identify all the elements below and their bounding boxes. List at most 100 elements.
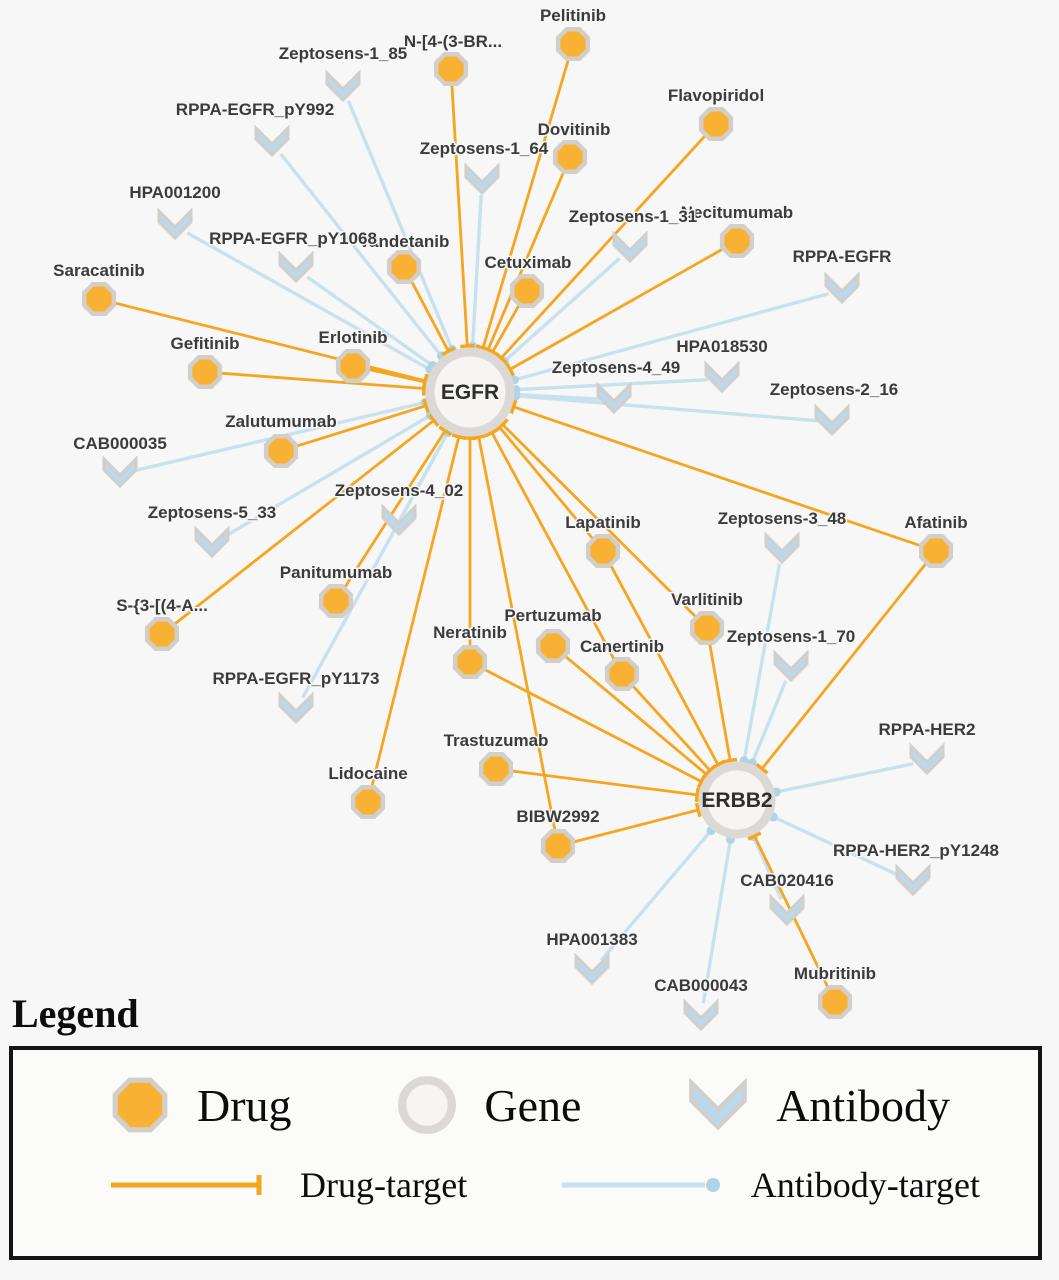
- node-label-BIBW2992: BIBW2992: [516, 807, 599, 826]
- antibody-node-Zeptosens-3_48: [764, 531, 800, 565]
- node-label-RPPA-EGFR_pY992: RPPA-EGFR_pY992: [176, 100, 334, 119]
- node-label-Necitumumab: Necitumumab: [681, 203, 793, 222]
- antibody-target-edge: [513, 292, 829, 382]
- antibody-target-edge: [701, 839, 733, 1004]
- drug-target-tee: [747, 831, 762, 841]
- antibody-node-CAB000043: [683, 998, 719, 1032]
- node-label-N-[4-(3-BR...: N-[4-(3-BR...: [404, 32, 502, 51]
- gene-node-EGFR: [425, 347, 515, 437]
- node-label-Zeptosens-1_64: Zeptosens-1_64: [420, 139, 549, 158]
- drug-node-Neratinib: [452, 644, 488, 680]
- drug-target-edge: [481, 57, 571, 349]
- drug-node-Necitumumab: [719, 223, 755, 259]
- antibody-chevron-icon: [689, 1077, 748, 1131]
- drug-node-Canertinib: [604, 656, 640, 692]
- drug-target-edge: [370, 436, 461, 789]
- drug-octagon-shape: [112, 1077, 168, 1133]
- legend-item-drug-target: Drug-target: [109, 1164, 467, 1206]
- drug-target-edge-icon: [111, 1175, 262, 1195]
- antibody-target-edge: [346, 100, 454, 351]
- antibody-target-edge: [186, 231, 431, 371]
- drug-target-edge: [486, 169, 566, 351]
- drug-target-tee: [441, 346, 456, 357]
- drug-target-edge: [562, 653, 708, 776]
- antibody-target-edge: [223, 413, 432, 539]
- node-label-Zeptosens-5_33: Zeptosens-5_33: [148, 503, 277, 522]
- drug-node-Vandetanib: [386, 249, 422, 285]
- drug-target-tee: [496, 418, 509, 431]
- drug-node-Varlitinib: [689, 610, 725, 646]
- drug-node-Erlotinib: [335, 348, 371, 384]
- node-label-Gefitinib: Gefitinib: [171, 334, 240, 353]
- legend-antibody-target-label: Antibody-target: [750, 1165, 980, 1205]
- drug-target-edge: [477, 436, 557, 833]
- drug-target-edge: [571, 808, 699, 844]
- legend-item-gene: Gene: [396, 1074, 581, 1136]
- node-label-Zeptosens-1_70: Zeptosens-1_70: [727, 627, 856, 646]
- drug-node-Mubritinib: [817, 984, 853, 1020]
- node-label-Mubritinib: Mubritinib: [794, 964, 876, 983]
- node-label-CAB000035: CAB000035: [73, 434, 167, 453]
- node-label-Varlitinib: Varlitinib: [671, 590, 743, 609]
- drug-octagon-icon: [112, 1077, 168, 1133]
- antibody-node-Zeptosens-4_49: [596, 381, 632, 415]
- drug-node-BIBW2992: [540, 828, 576, 864]
- node-label-Zeptosens-1_85: Zeptosens-1_85: [279, 44, 408, 63]
- drug-edges: [112, 57, 929, 991]
- drug-target-tee: [484, 427, 499, 438]
- drug-node-S-{3-[(4-A...: [144, 616, 180, 652]
- antibody-node-Zeptosens-5_33: [194, 525, 230, 559]
- drug-node-Lapatinib: [585, 533, 621, 569]
- drug-target-tee: [422, 398, 430, 413]
- graph-nodes: [81, 26, 954, 1032]
- node-label-Canertinib: Canertinib: [580, 637, 664, 656]
- antibody-target-edge: [279, 152, 443, 358]
- graph-labels: EGFRERBB2PelitinibN-[4-(3-BR...Flavopiri…: [52, 5, 1001, 997]
- antibody-node-CAB000035: [102, 455, 138, 489]
- node-label-Lidocaine: Lidocaine: [328, 764, 407, 783]
- node-label-RPPA-EGFR_pY1068: RPPA-EGFR_pY1068: [209, 229, 377, 248]
- drug-target-tee: [428, 413, 440, 428]
- node-label-Afatinib: Afatinib: [904, 513, 967, 532]
- antibody-node-HPA018530: [704, 360, 740, 394]
- network-graph: EGFRERBB2PelitinibN-[4-(3-BR...Flavopiri…: [52, 5, 1001, 1032]
- node-label-Zeptosens-3_48: Zeptosens-3_48: [718, 509, 847, 528]
- antibody-node-HPA001383: [574, 952, 610, 986]
- node-label-Zeptosens-4_49: Zeptosens-4_49: [552, 358, 681, 377]
- drug-node-Flavopiridol: [698, 106, 734, 142]
- drug-target-edge: [513, 405, 924, 548]
- antibody-node-RPPA-EGFR_pY1173: [278, 691, 314, 725]
- gene-node-ERBB2: [698, 761, 776, 839]
- node-label-HPA001200: HPA001200: [129, 183, 220, 202]
- drug-target-tee: [421, 374, 429, 390]
- antibody-node-Zeptosens-2_16: [814, 403, 850, 437]
- drug-target-tee: [509, 399, 518, 415]
- drug-node-Zalutumumab: [263, 433, 299, 469]
- drug-node-Gefitinib: [187, 354, 223, 390]
- node-label-Erlotinib: Erlotinib: [319, 328, 388, 347]
- drug-target-edge: [172, 419, 435, 627]
- antibody-target-edge: [306, 275, 434, 367]
- antibody-target-edge: [775, 762, 914, 794]
- antibody-node-Zeptosens-4_02: [381, 503, 417, 537]
- drug-node-Cetuximab: [509, 273, 545, 309]
- antibody-node-Zeptosens-1_64: [464, 162, 500, 196]
- antibody-node-RPPA-EGFR_pY1068: [278, 250, 314, 284]
- drug-target-edge: [760, 561, 929, 770]
- drug-target-edge: [509, 769, 698, 797]
- antibody-target-edge: [750, 680, 788, 764]
- node-label-HPA001383: HPA001383: [546, 930, 637, 949]
- legend-drug-target-label: Drug-target: [300, 1165, 468, 1205]
- antibody-node-RPPA-HER2: [909, 742, 945, 776]
- drug-node-Dovitinib: [552, 139, 588, 175]
- drug-target-edge: [366, 367, 426, 384]
- node-label-Pelitinib: Pelitinib: [540, 6, 606, 25]
- drug-target-edge: [409, 278, 450, 352]
- antibody-node-Zeptosens-1_31: [612, 230, 648, 264]
- antibody-node-HPA001200: [157, 207, 193, 241]
- drug-target-tee: [696, 774, 707, 789]
- drug-target-edge: [501, 423, 699, 620]
- drug-target-tee: [755, 763, 769, 775]
- drug-node-Trastuzumab: [478, 751, 514, 787]
